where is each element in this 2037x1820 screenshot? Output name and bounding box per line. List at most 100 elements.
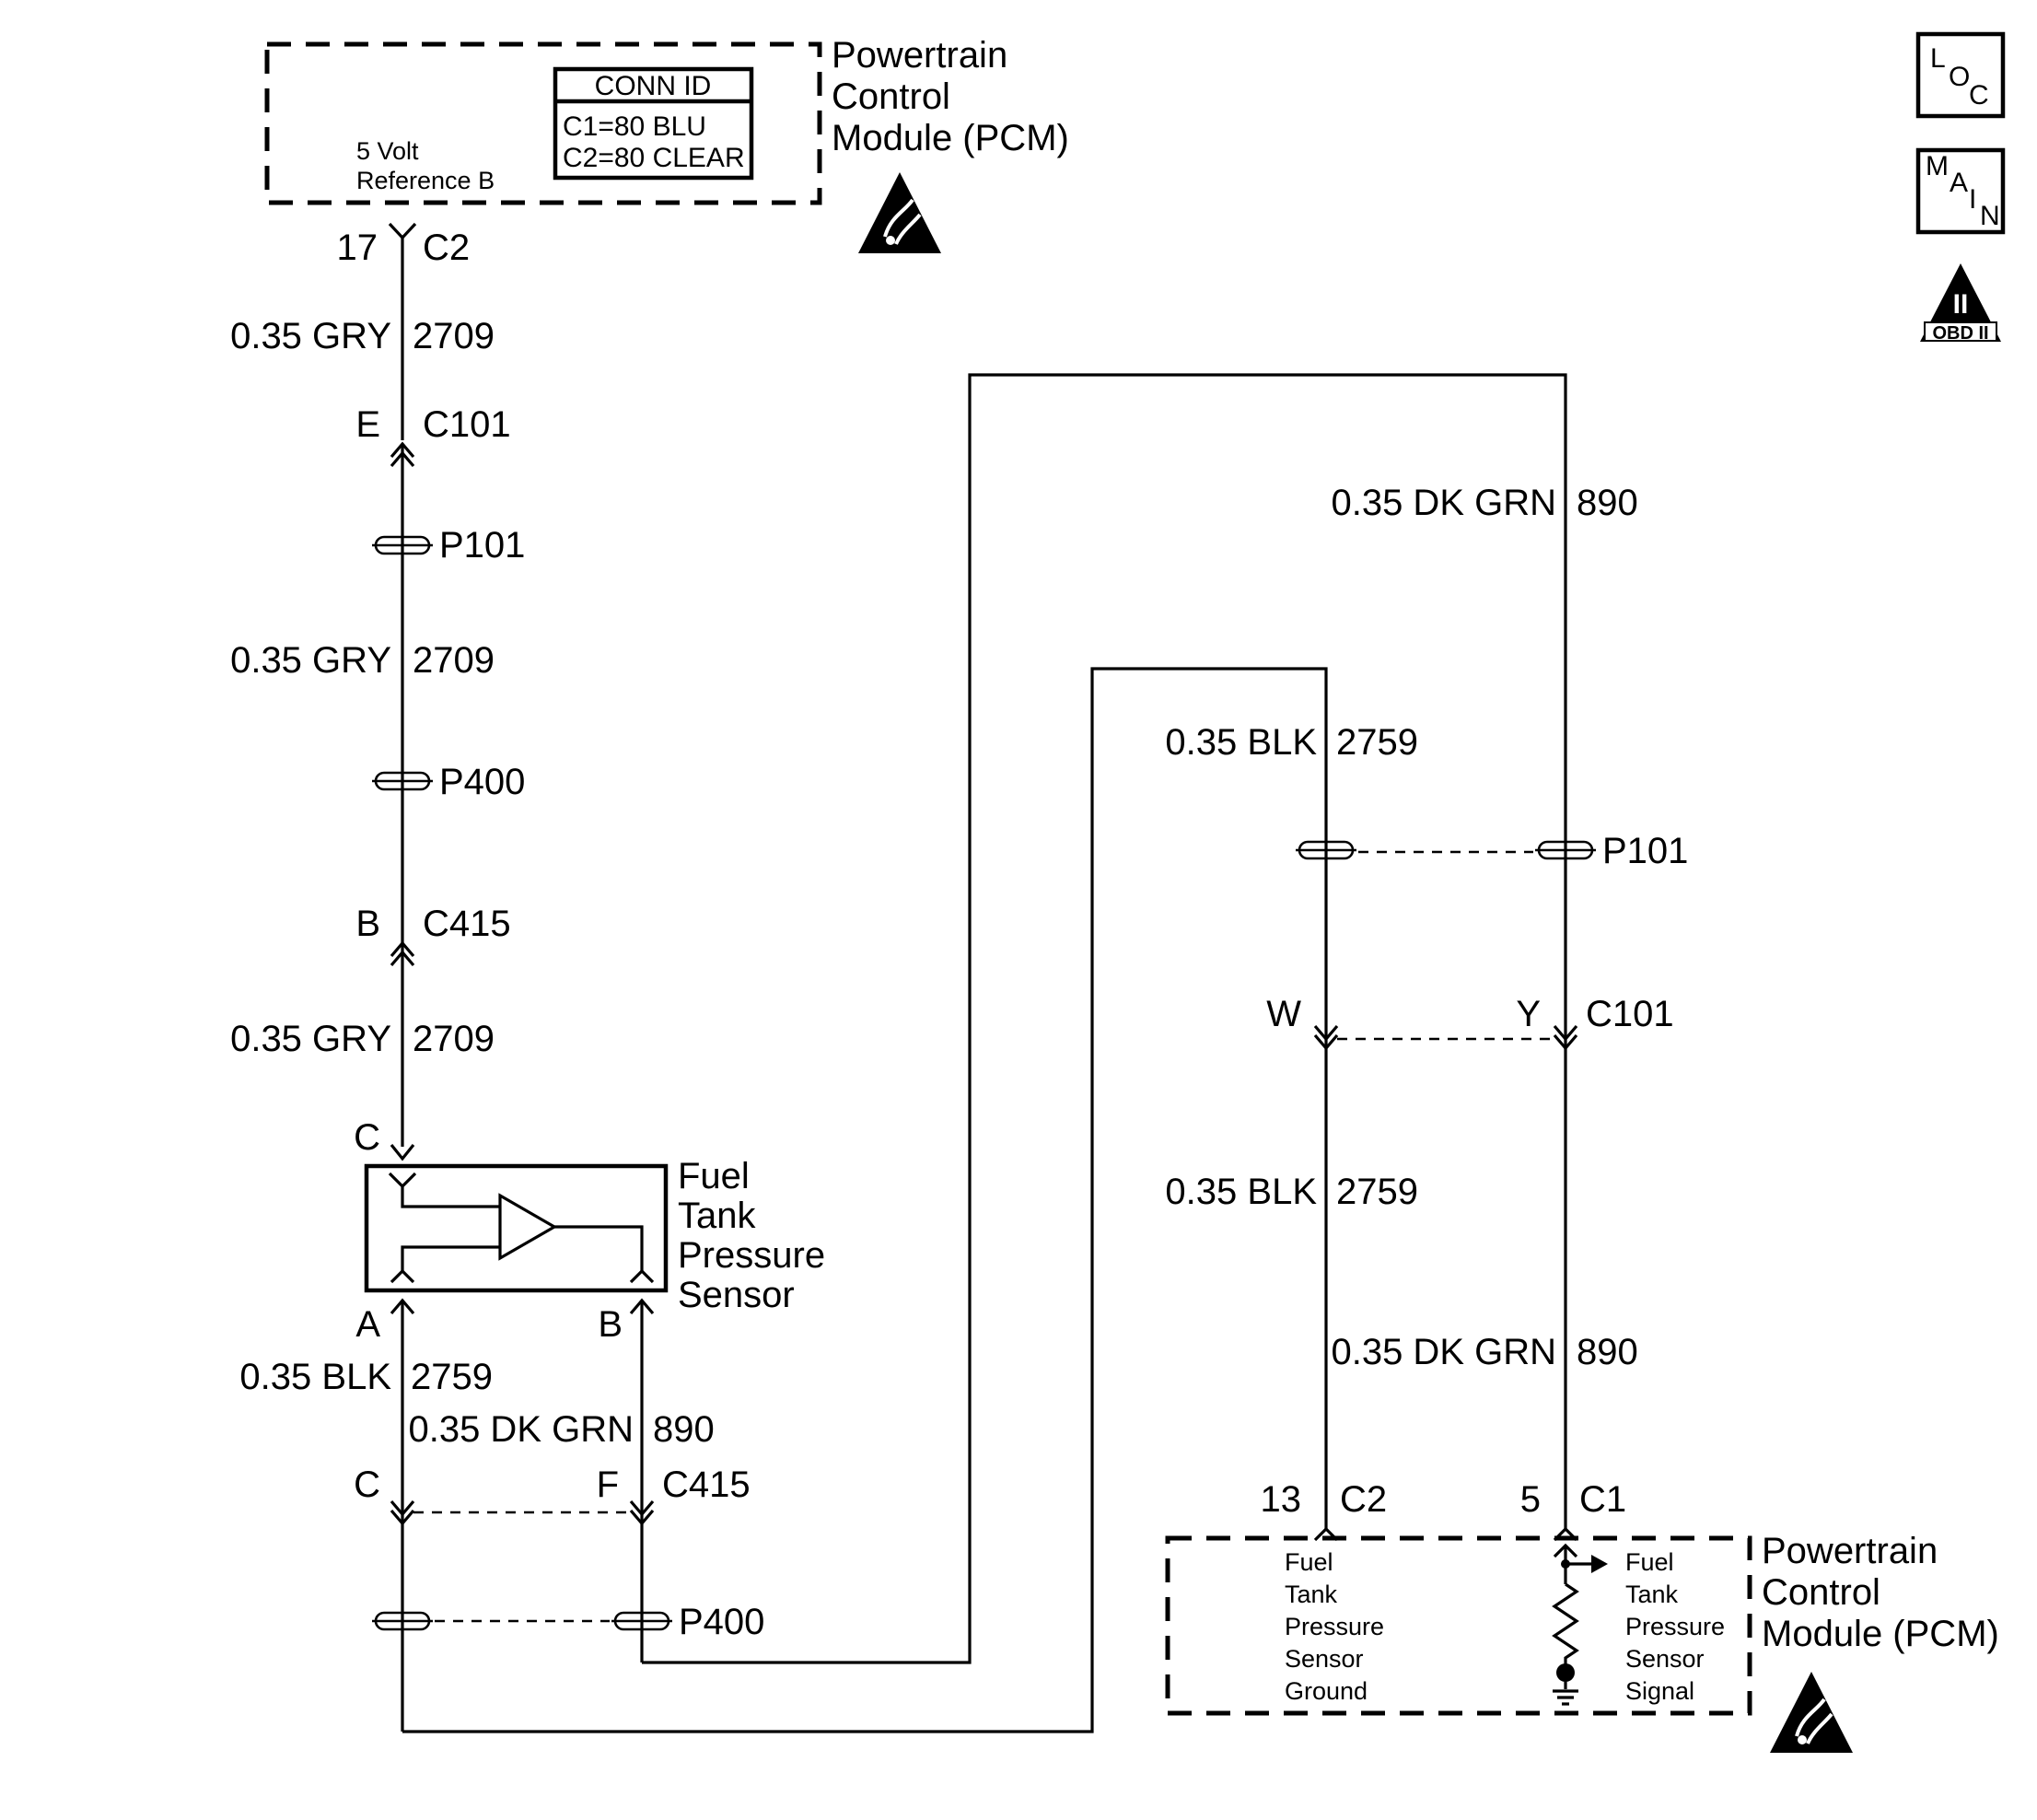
sensor-pin-a-socket [390, 1268, 415, 1284]
pcm-bottom-module: Powertrain Control Module (PCM) Fuel Tan… [1165, 1531, 1999, 1753]
wire-blk-circuit-right-bottom: 2759 [1336, 1172, 1418, 1212]
main-letter-a: A [1950, 168, 1968, 198]
p101-label: P101 [439, 525, 525, 566]
sensor-pin-c-arrow [390, 1144, 415, 1161]
c415b-pin-f: F [597, 1464, 619, 1505]
sensor-frame [364, 1163, 669, 1293]
obd-ii-badge: II OBD II [1920, 263, 2001, 344]
c415b-pin-c-symbol [390, 1499, 415, 1526]
ground-label-line1: Fuel [1285, 1548, 1333, 1576]
pcm-top-title-line2: Control [832, 76, 950, 117]
wire-grn-size-left: 0.35 DK GRN [408, 1409, 634, 1450]
conn-id-table: CONN ID C1=80 BLU C2=80 CLEAR [553, 66, 754, 181]
esd-warning-icon [858, 172, 941, 253]
p400b-splice-left-icon [372, 1611, 433, 1631]
main-letter-m: M [1926, 151, 1949, 181]
p101b-label: P101 [1602, 831, 1688, 871]
p101-splice-icon [372, 535, 433, 555]
sensor-pin-b-socket [629, 1268, 655, 1284]
ref-label-line1: 5 Volt [356, 137, 419, 165]
sensor-internal-output [554, 1225, 644, 1271]
c101b-connector-label: C101 [1586, 994, 1674, 1034]
wire-grn-size-right-top: 0.35 DK GRN [1331, 483, 1556, 523]
signal-label-line2: Tank [1625, 1581, 1679, 1608]
c101b-pin-y: Y [1516, 994, 1541, 1034]
pull-down-resistor-icon [1552, 1543, 1608, 1706]
pin-5-number: 5 [1520, 1479, 1541, 1520]
blk-2759-route [402, 667, 1328, 1733]
wire-blk-size-right-bottom: 0.35 BLK [1165, 1172, 1317, 1212]
wire-gry-circuit-2: 2709 [413, 640, 495, 681]
wire-gry-circuit-3: 2709 [413, 1019, 495, 1059]
ground-label-line2: Tank [1285, 1581, 1338, 1608]
wire-blk-circuit-right-top: 2759 [1336, 722, 1418, 763]
wire-gry-size-2: 0.35 GRY [230, 640, 391, 681]
wire-grn-circuit-right-bottom: 890 [1577, 1332, 1638, 1372]
wire-grn-circuit-right-top: 890 [1577, 483, 1638, 523]
pcm-bottom-title-line2: Control [1762, 1572, 1880, 1613]
wire-blk-circuit-left: 2759 [411, 1357, 493, 1397]
pin-17-number: 17 [337, 228, 378, 268]
wire-blk-size-right-top: 0.35 BLK [1165, 722, 1317, 763]
ground-label-line4: Sensor [1285, 1645, 1364, 1673]
signal-label-line3: Pressure [1625, 1613, 1725, 1640]
c101b-pin-w: W [1266, 994, 1301, 1034]
signal-label-line4: Sensor [1625, 1645, 1705, 1673]
sensor-label-line4: Sensor [678, 1275, 795, 1315]
sensor-internal-ground [401, 1245, 500, 1271]
loc-letter-l: L [1930, 43, 1946, 74]
loc-letter-o: O [1949, 62, 1970, 92]
c101-pin-e: E [355, 404, 380, 445]
loc-letter-c: C [1969, 80, 1989, 111]
wire-grn-circuit-left: 890 [653, 1409, 715, 1450]
sensor-internal-input [388, 1172, 500, 1208]
pin-13-number: 13 [1261, 1479, 1302, 1520]
p101b-splice-left-icon [1296, 840, 1356, 860]
pcm-top-module: Powertrain Control Module (PCM) CONN ID … [264, 35, 1069, 253]
conn-id-title: CONN ID [595, 71, 712, 101]
wire-gry-size-3: 0.35 GRY [230, 1019, 391, 1059]
pin-5-connector: C1 [1579, 1479, 1626, 1520]
pcm-top-title-line3: Module (PCM) [832, 118, 1069, 158]
main-letter-i: I [1969, 184, 1976, 215]
sensor-label-line1: Fuel [678, 1156, 750, 1196]
p400-splice-icon [372, 771, 433, 791]
pin-17-terminal [388, 222, 417, 240]
wire-gry-circuit-1: 2709 [413, 316, 495, 356]
ground-label-line3: Pressure [1285, 1613, 1384, 1640]
c415-connector-symbol [390, 940, 415, 967]
sensor-pin-c: C [354, 1117, 380, 1158]
pcm-bottom-title-line3: Module (PCM) [1762, 1614, 1999, 1654]
pcm-bottom-title-line1: Powertrain [1762, 1531, 1938, 1571]
wire-blk-size-left: 0.35 BLK [239, 1357, 391, 1397]
dk-grn-890-route [642, 373, 1567, 1664]
c101b-pin-w-symbol [1313, 1024, 1339, 1051]
loc-badge: L O C [1915, 31, 2006, 119]
p101b-splice-right-icon [1535, 840, 1596, 860]
main-letter-n: N [1980, 201, 2000, 231]
sensor-label-line3: Pressure [678, 1235, 825, 1276]
esd-warning-icon-bottom [1770, 1672, 1853, 1753]
ground-label-line5: Ground [1285, 1677, 1368, 1705]
conn-id-frame [553, 66, 754, 181]
conn-id-line2: C2=80 CLEAR [563, 143, 745, 173]
c101b-pin-y-symbol [1553, 1024, 1578, 1051]
sensor-label-line2: Tank [678, 1196, 756, 1236]
conn-id-line1: C1=80 BLU [563, 111, 706, 142]
loc-badge-frame [1915, 31, 2006, 119]
main-badge-frame [1915, 147, 2006, 235]
sensor-pin-a: A [355, 1304, 380, 1345]
p400b-label: P400 [679, 1602, 764, 1642]
pcm-bottom-dashed-border [1165, 1535, 1752, 1716]
wire-grn-size-right-bottom: 0.35 DK GRN [1331, 1332, 1556, 1372]
amplifier-icon [498, 1193, 558, 1261]
c415-pin-b: B [355, 904, 380, 944]
signal-label-line5: Signal [1625, 1677, 1694, 1705]
obd-ii-numeral: II [1953, 289, 1969, 320]
pin-13-connector: C2 [1340, 1479, 1387, 1520]
c415b-connector-label: C415 [662, 1464, 751, 1505]
pin-17-connector: C2 [423, 228, 470, 268]
c415-connector-label: C415 [423, 904, 511, 944]
pcm-top-title-line1: Powertrain [832, 35, 1007, 76]
